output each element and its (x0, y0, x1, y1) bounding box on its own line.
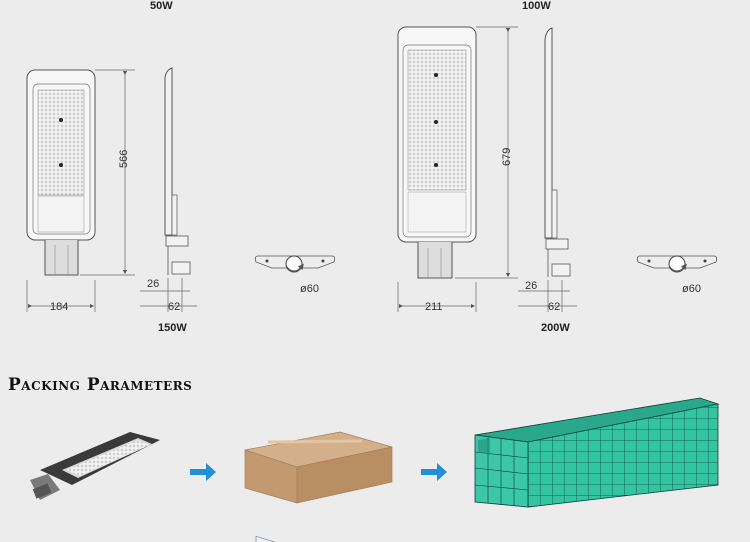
left-lamp-side-view (164, 67, 191, 275)
wattage-label-150w: 150W (158, 322, 187, 334)
left-side-dimension-lines (140, 278, 197, 312)
left-height-dimension: 566 (118, 149, 130, 168)
left-dimension-lines (26, 69, 135, 312)
right-lamp-front-view (397, 26, 477, 279)
packing-parameters-title: Packing Parameters (8, 375, 193, 395)
left-side-width-dimension: 62 (168, 301, 181, 313)
flow-arrow-1 (190, 463, 216, 481)
left-bracket-diameter: ø60 (300, 283, 319, 295)
wattage-label-100w: 100W (522, 0, 551, 12)
left-bracket-view (254, 255, 336, 273)
cardboard-box (244, 431, 393, 542)
wattage-label-50w: 50W (150, 0, 173, 12)
right-side-offset-dimension: 26 (525, 280, 538, 292)
right-dimension-lines (397, 26, 518, 312)
right-side-width-dimension: 62 (548, 301, 561, 313)
left-width-dimension: 184 (50, 301, 69, 313)
left-lamp-front-view (26, 69, 96, 276)
right-lamp-side-view (544, 27, 571, 277)
shipping-container (474, 397, 720, 508)
left-side-offset-dimension: 26 (147, 278, 160, 290)
right-height-dimension: 679 (501, 147, 513, 166)
right-side-dimension-lines (518, 280, 577, 312)
wattage-label-200w: 200W (541, 322, 570, 334)
flow-arrow-2 (421, 463, 447, 481)
packing-lamp-image (30, 432, 160, 500)
right-bracket-diameter: ø60 (682, 283, 701, 295)
right-width-dimension: 211 (425, 301, 443, 313)
right-bracket-view (636, 255, 718, 273)
